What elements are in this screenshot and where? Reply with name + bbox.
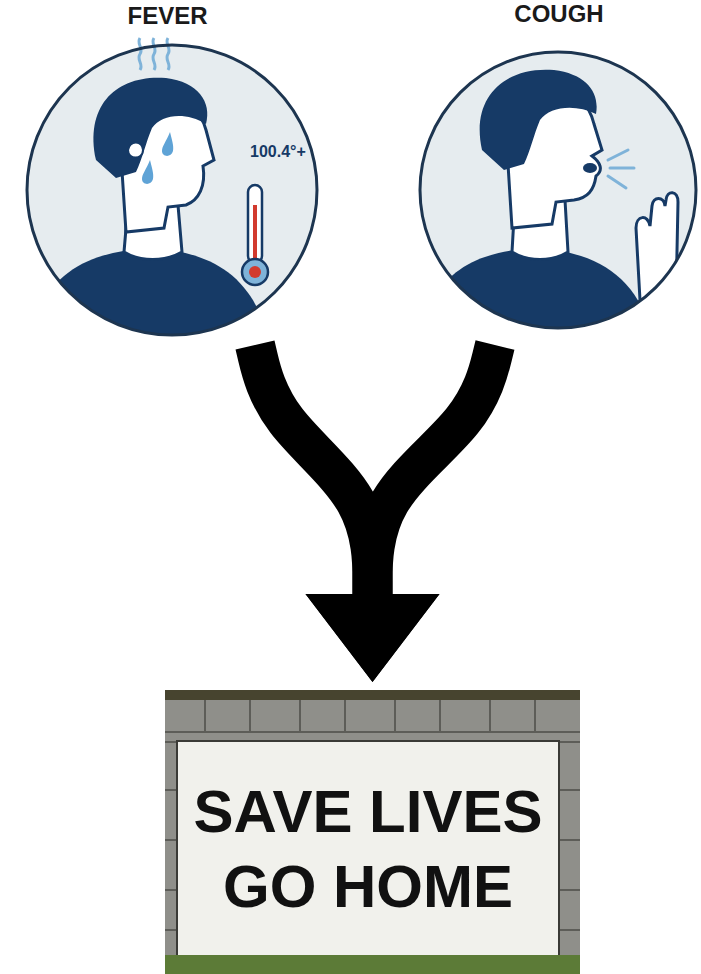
heat-wave <box>167 38 169 70</box>
arrow-head <box>306 594 440 682</box>
fever-figure <box>30 78 270 345</box>
thermometer-bulb <box>242 259 268 285</box>
cough-line <box>610 167 634 170</box>
cough-line <box>608 150 628 160</box>
raised-hand <box>636 193 678 300</box>
hair-shape <box>480 70 597 170</box>
cough-line <box>608 176 626 188</box>
arrow-head <box>306 594 440 682</box>
heat-wave <box>139 38 141 70</box>
icon-heading: FEVER <box>15 2 320 31</box>
thermometer-level <box>253 205 257 262</box>
fever-icon: FEVER 100.4°+ <box>15 0 320 345</box>
cough-icon: COUGH <box>420 0 698 345</box>
sign-text: SAVE LIVES GO HOME <box>188 742 548 955</box>
thermometer-bulb-core <box>249 266 261 278</box>
board-shadow <box>176 740 560 958</box>
thermometer-tube <box>248 185 262 263</box>
sign-photo <box>165 690 580 974</box>
arrow-shaft <box>373 345 496 597</box>
icon-ring <box>420 52 696 328</box>
ear-shape <box>128 143 143 158</box>
icon-ring <box>27 45 317 335</box>
body-shape <box>420 248 655 345</box>
merge-arrow <box>306 345 496 682</box>
merge-arrow <box>255 345 440 682</box>
grass <box>165 955 580 974</box>
sweat-drop <box>162 132 173 156</box>
stone-wall <box>165 700 580 962</box>
sign-board <box>178 742 558 955</box>
heat-wave <box>153 38 155 70</box>
body-shape <box>30 248 270 345</box>
cough-figure <box>420 70 678 345</box>
sign-photo-node: SAVE LIVES GO HOME <box>165 690 580 974</box>
photo-background <box>165 690 580 974</box>
sweat-drop <box>142 160 153 184</box>
open-mouth <box>583 163 597 173</box>
icon-heading: COUGH <box>420 0 698 29</box>
temperature-label: 100.4°+ <box>250 142 322 161</box>
